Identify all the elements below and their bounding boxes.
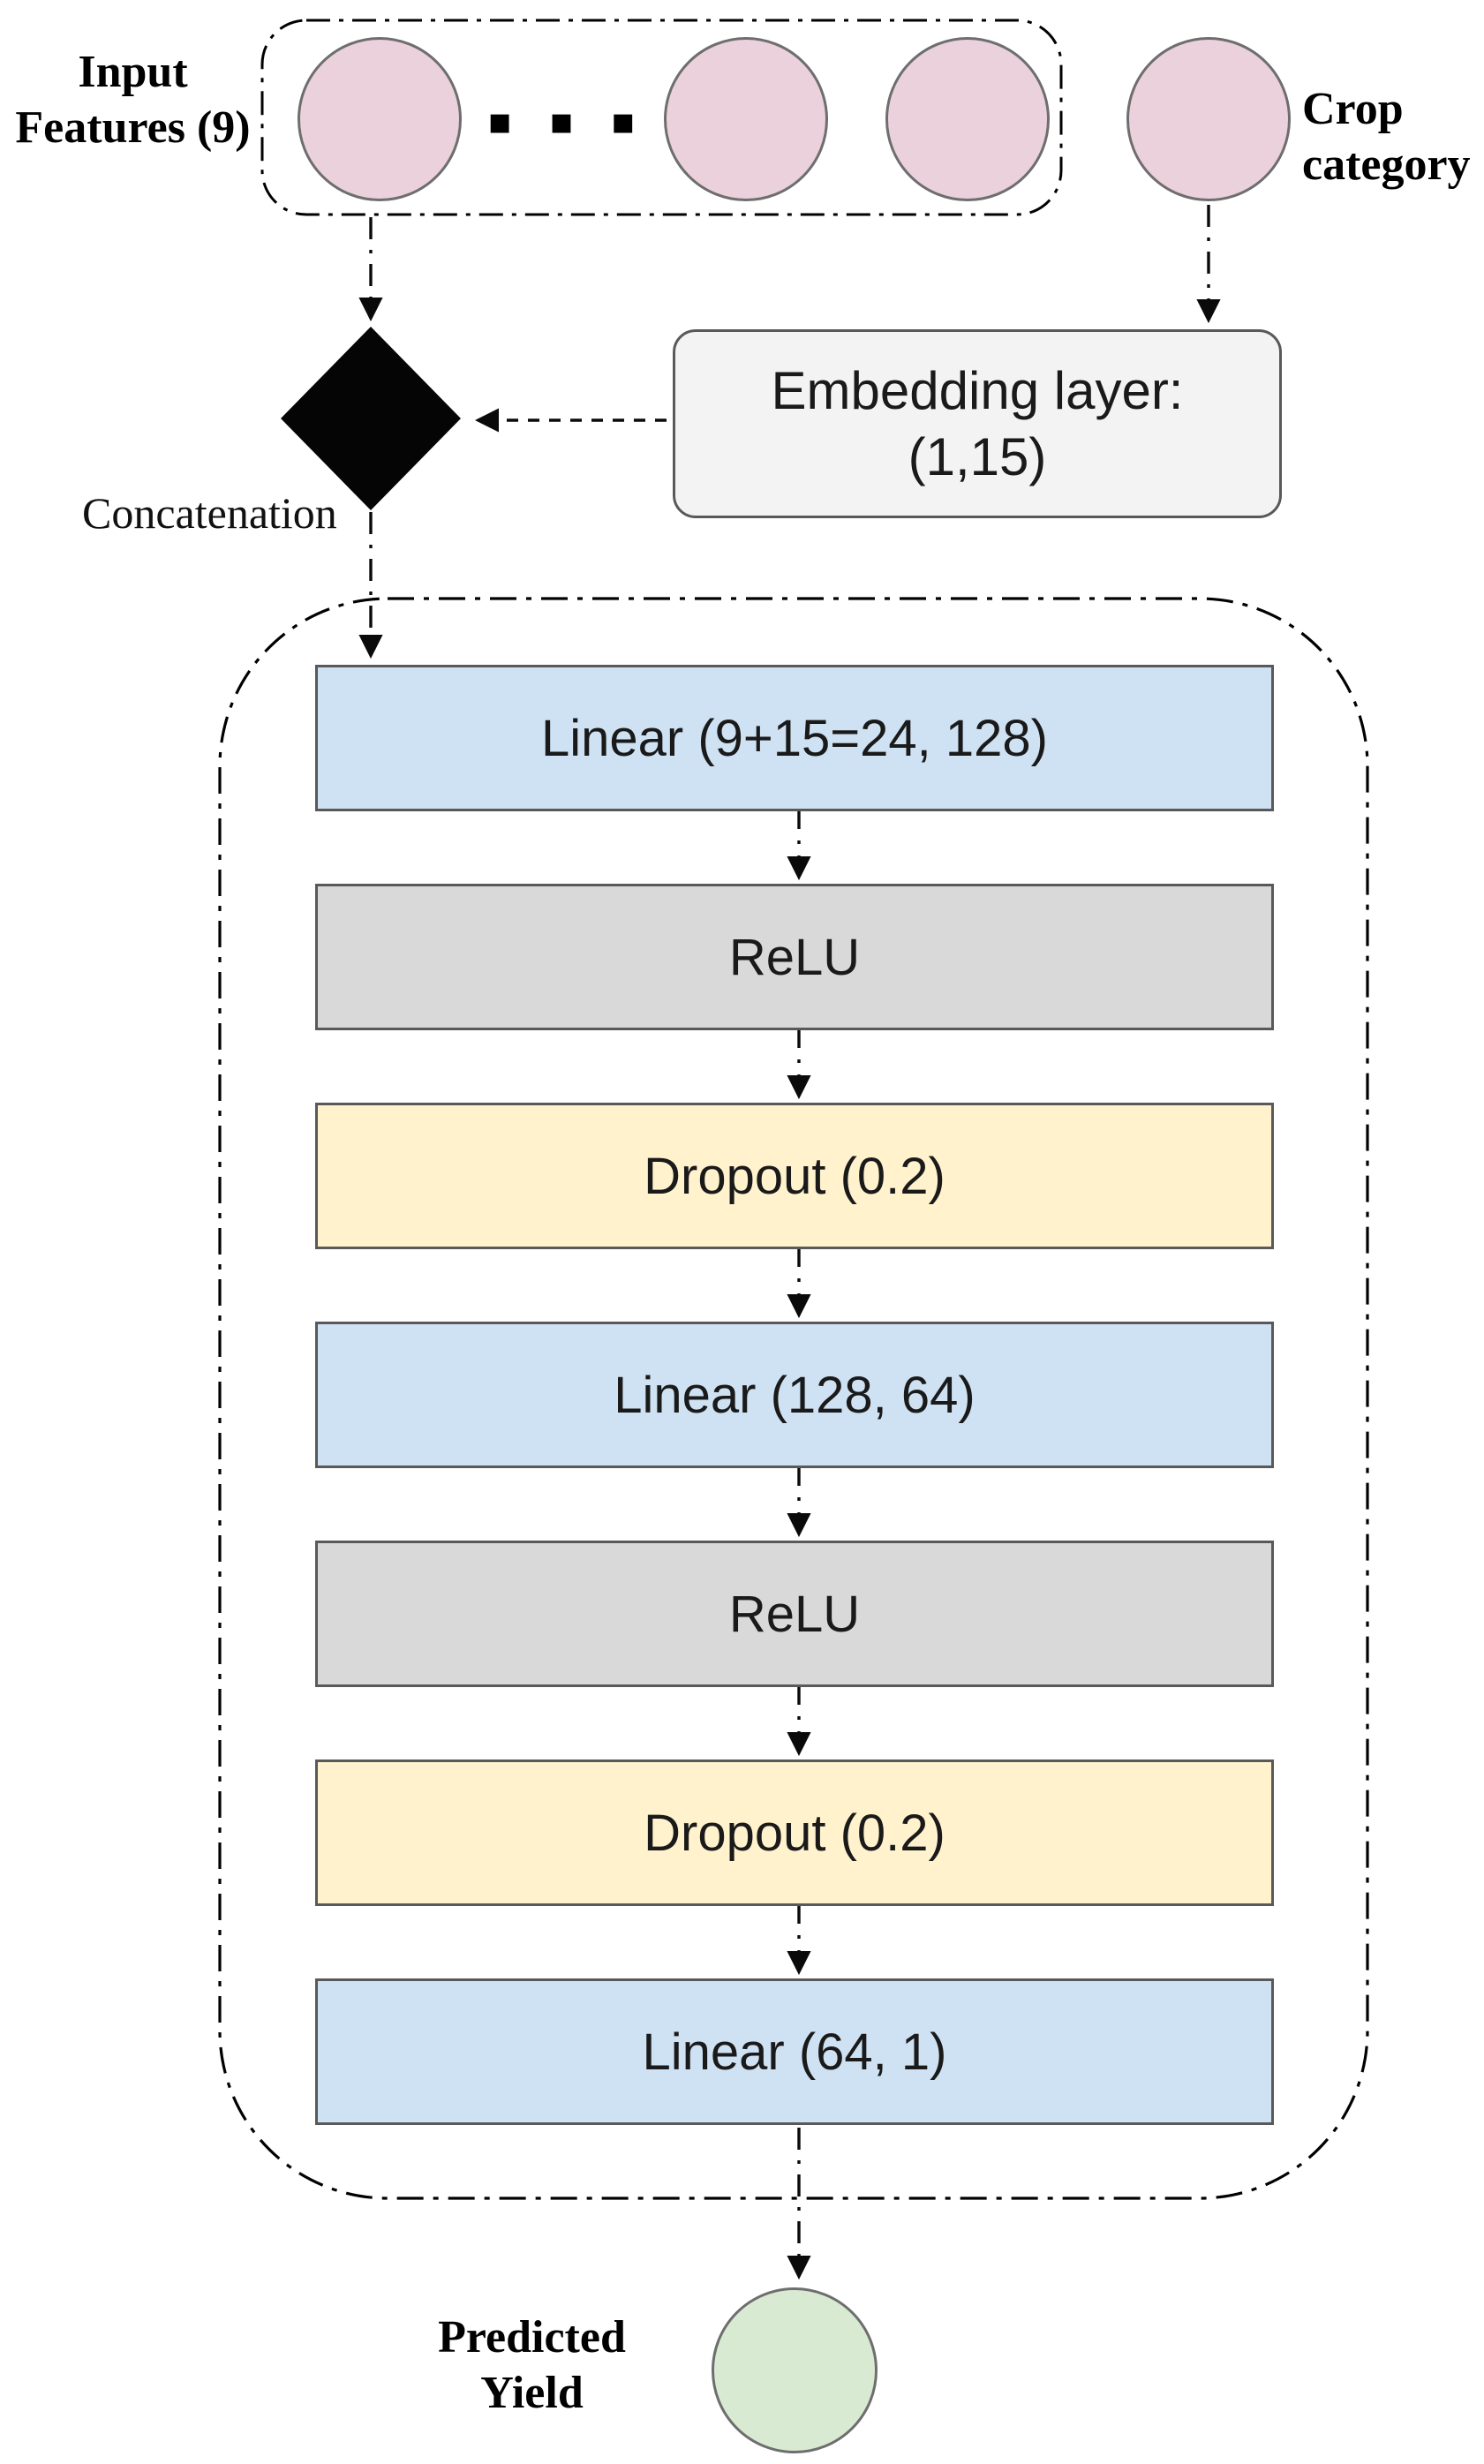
input-features-label: Input Features (9): [7, 44, 259, 156]
layer-box-linear-3: Linear (64, 1): [315, 1978, 1274, 2125]
crop-category-node: [1126, 37, 1291, 201]
layer-box-linear-1: Linear (9+15=24, 128): [315, 665, 1274, 811]
layer-box-relu-2-label: ReLU: [728, 1585, 861, 1643]
embedding-layer-label-line2: (1,15): [908, 427, 1047, 486]
crop-category-label: Crop category: [1302, 81, 1484, 193]
network-container: [218, 597, 1369, 2200]
concatenation-diamond: [281, 327, 461, 510]
predicted-yield-node: [712, 2287, 878, 2453]
concatenation-label: Concatenation: [82, 488, 337, 538]
layer-box-relu-1-label: ReLU: [728, 928, 861, 986]
crop-category-label-line1: Crop: [1302, 84, 1404, 134]
embedding-layer-label-line1: Embedding layer:: [771, 361, 1184, 420]
input-features-label-line1: Input: [78, 47, 188, 97]
input-features-ellipsis: ▪ ▪ ▪: [487, 99, 649, 142]
layer-box-linear-2: Linear (128, 64): [315, 1322, 1274, 1468]
layer-box-linear-2-label: Linear (128, 64): [614, 1366, 976, 1424]
layer-box-dropout-2-label: Dropout (0.2): [644, 1804, 945, 1862]
layer-box-linear-3-label: Linear (64, 1): [642, 2023, 947, 2081]
input-feature-node-3: [885, 37, 1050, 201]
layer-box-relu-2: ReLU: [315, 1541, 1274, 1687]
input-features-container: [260, 19, 1063, 216]
layer-box-dropout-1: Dropout (0.2): [315, 1103, 1274, 1249]
predicted-yield-label: Predicted Yield: [380, 2310, 684, 2422]
layer-box-relu-1: ReLU: [315, 884, 1274, 1030]
layer-box-dropout-1-label: Dropout (0.2): [644, 1147, 945, 1205]
embedding-layer-box: Embedding layer: (1,15): [673, 329, 1282, 518]
input-features-label-line2: Features (9): [15, 102, 251, 154]
layer-box-linear-1-label: Linear (9+15=24, 128): [541, 709, 1048, 767]
predicted-yield-label-line2: Yield: [480, 2368, 584, 2419]
predicted-yield-label-line1: Predicted: [438, 2312, 626, 2362]
input-feature-node-2: [664, 37, 828, 201]
crop-category-label-line2: category: [1302, 139, 1471, 191]
input-feature-node-1: [298, 37, 462, 201]
layer-box-dropout-2: Dropout (0.2): [315, 1759, 1274, 1906]
